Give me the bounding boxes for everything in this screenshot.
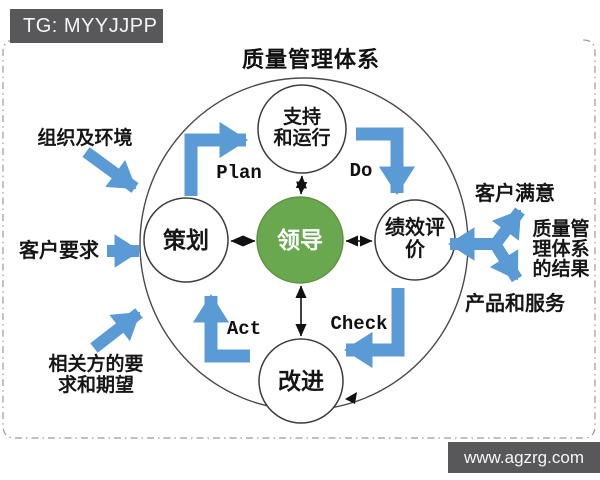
do-arrow <box>356 127 416 195</box>
leader-support-connector <box>295 175 308 195</box>
stakeholder-requirements-label: 相关方的要 求和期望 <box>45 354 147 397</box>
support-operation-circle <box>257 84 347 174</box>
leadership-label: 领导 <box>277 227 323 253</box>
act-label: Act <box>226 318 262 340</box>
planning-circle <box>143 197 229 283</box>
qms-results-line2: 理体系 <box>532 238 590 260</box>
stakeholder-line1: 相关方的要 <box>48 354 144 375</box>
tg-watermark: TG: MYYJJPP <box>10 9 163 43</box>
dashdot-border <box>2 39 596 439</box>
check-label: Check <box>330 313 388 335</box>
customer-requirements-label: 客户要求 <box>19 240 99 262</box>
do-label: Do <box>349 160 373 182</box>
customer-satisfaction-label: 客户满意 <box>475 183 555 205</box>
site-watermark: www.agzrg.com <box>448 442 600 473</box>
support-operation-line2: 和运行 <box>273 128 331 150</box>
leadership-circle <box>256 196 344 284</box>
org-environment-label: 组织及环境 <box>37 128 133 149</box>
plan-label: Plan <box>216 162 262 184</box>
planning-label: 策划 <box>163 227 209 253</box>
performance-evaluation-label: 绩效评 价 <box>375 217 455 262</box>
qms-results-label: 质量管 理体系 的结果 <box>529 220 593 279</box>
stakeholder-input-arrow <box>90 308 143 353</box>
plan-arrow <box>184 121 248 196</box>
improvement-label: 改进 <box>278 368 324 394</box>
outer-circle-arrowhead-icon <box>345 392 357 404</box>
performance-line1: 绩效评 <box>385 217 445 239</box>
performance-line2: 价 <box>405 239 425 262</box>
check-arrow <box>344 288 405 369</box>
improvement-circle <box>258 338 344 424</box>
environment-input-arrow <box>82 147 139 193</box>
output-fork-down-arrow <box>486 235 523 283</box>
support-operation-line1: 支持 <box>282 107 321 128</box>
diagram-title: 质量管理体系 <box>241 47 380 72</box>
act-arrow <box>192 294 250 363</box>
qms-results-line3: 的结果 <box>532 258 590 280</box>
stakeholder-line2: 求和期望 <box>57 375 134 397</box>
products-services-label: 产品和服务 <box>465 293 565 315</box>
support-operation-label: 支持 和运行 <box>262 107 342 150</box>
qms-results-line1: 质量管 <box>532 219 590 240</box>
